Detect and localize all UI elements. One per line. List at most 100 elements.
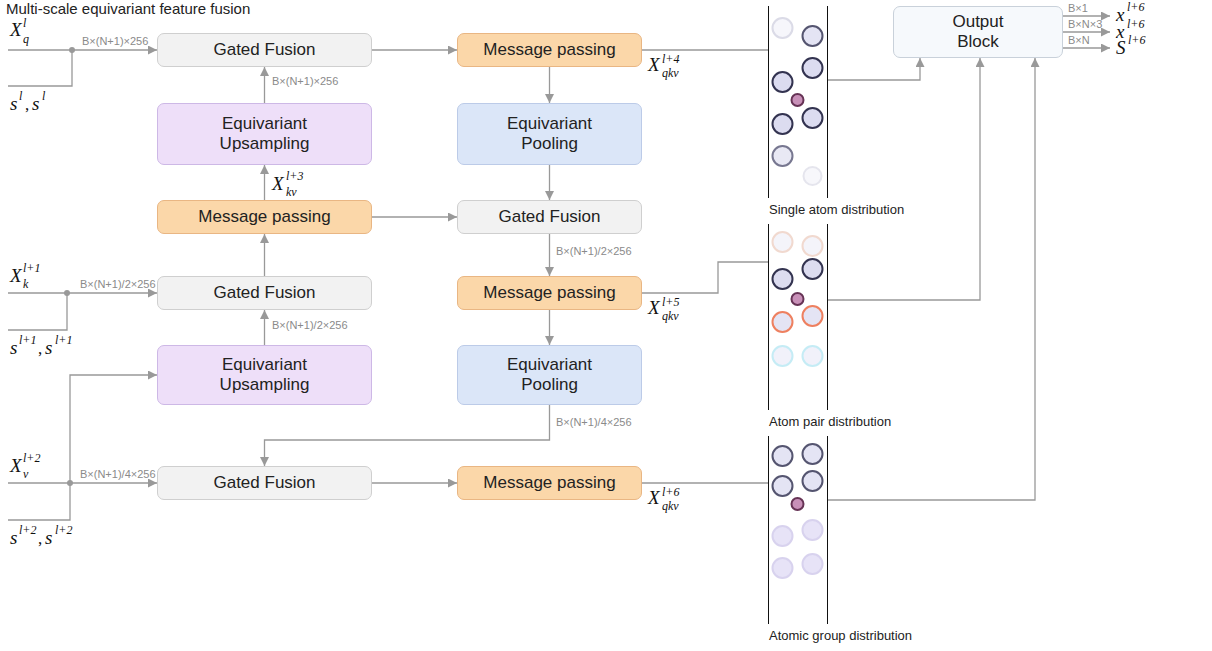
atom-circles: [769, 436, 826, 624]
math-symbol: X: [272, 174, 284, 193]
panel-bar: [768, 224, 828, 410]
dimension-label: B×(N+1)/2×256: [272, 320, 348, 331]
dimension-label: B×N×3: [1068, 19, 1102, 30]
flow-arrow: [265, 405, 550, 466]
math-symbol: s: [10, 528, 17, 547]
pooling-box: Equivariant Pooling: [457, 345, 642, 405]
atom-circle: [803, 444, 823, 464]
math-index: qkv: [662, 310, 679, 322]
atom-circle: [803, 26, 823, 46]
math-index: l: [19, 90, 22, 102]
output-line: [1063, 31, 1110, 32]
atom-circle: [773, 269, 793, 289]
input-line: [70, 375, 157, 483]
atom-circle: [773, 346, 793, 366]
math-index: l+2: [19, 524, 36, 536]
dimension-label: B×(N+1)/4×256: [556, 417, 632, 428]
math-index: q: [23, 33, 29, 45]
panel-caption: Single atom distribution: [769, 203, 904, 217]
diagram-title: Multi-scale equivariant feature fusion: [6, 1, 250, 16]
atom-circle: [803, 554, 823, 574]
atom-circles: [769, 6, 826, 198]
math-separator: ,: [25, 96, 29, 113]
atom-circle: [803, 259, 823, 279]
flow-arrow: [264, 165, 265, 200]
math-symbol: X: [648, 488, 660, 507]
atom-circle: [773, 558, 793, 578]
atom-circle: [803, 346, 823, 366]
atom-circle: [773, 146, 793, 166]
box-label: Message passing: [483, 283, 615, 303]
math-index: l+2: [23, 452, 40, 464]
flow-arrow: [828, 58, 920, 80]
flow-arrow: [642, 482, 768, 483]
output-line: [1063, 15, 1110, 16]
atom-circle: [803, 108, 823, 128]
input-line: [8, 293, 67, 330]
flow-arrow: [264, 234, 265, 276]
gated-fusion-box: Gated Fusion: [457, 200, 642, 234]
flow-arrow: [372, 216, 457, 217]
math-index: l+1: [23, 262, 40, 274]
atom-circle: [773, 446, 793, 466]
flow-arrow: [549, 234, 550, 276]
math-index: qkv: [662, 500, 679, 512]
panel-bar: [768, 436, 828, 624]
dimension-label: B×1: [1068, 3, 1088, 14]
dimension-label: B×N: [1068, 35, 1090, 46]
message-passing-box: Message passing: [157, 200, 372, 234]
dimension-label: B×(N+1)/4×256: [80, 469, 156, 480]
atom-circle: [773, 476, 793, 496]
box-label: Gated Fusion: [498, 207, 600, 227]
junction-dot: [67, 480, 73, 486]
math-index: l+6: [662, 486, 679, 498]
math-symbol: X: [10, 266, 22, 285]
atom-circle: [803, 471, 823, 491]
flow-arrow: [549, 310, 550, 345]
input-line: [8, 50, 72, 86]
box-label: Gated Fusion: [213, 283, 315, 303]
box-label: Message passing: [198, 207, 330, 227]
box-label: Gated Fusion: [213, 473, 315, 493]
gated-fusion-box: Gated Fusion: [157, 466, 372, 500]
flow-arrow: [264, 67, 265, 103]
math-index: l+6: [1127, 1, 1144, 13]
flow-arrow: [372, 49, 457, 50]
math-symbol: s: [10, 94, 17, 113]
upsampling-box: Equivariant Upsampling: [157, 103, 372, 165]
atom-circle: [803, 306, 823, 326]
box-label: Gated Fusion: [213, 40, 315, 60]
flow-arrow: [828, 58, 1035, 500]
message-passing-box: Message passing: [457, 33, 642, 67]
math-symbol: X: [648, 298, 660, 317]
box-label: Equivariant Upsampling: [200, 114, 330, 155]
distribution-panel: Single atom distribution: [768, 6, 828, 198]
atom-circle: [773, 114, 793, 134]
gated-fusion-box: Gated Fusion: [157, 33, 372, 67]
math-index: l+3: [286, 170, 303, 182]
math-index: l+6: [1127, 18, 1144, 30]
math-symbol: s: [10, 338, 17, 357]
math-index: l+1: [19, 334, 36, 346]
message-passing-box: Message passing: [457, 466, 642, 500]
math-symbol: X: [10, 456, 22, 475]
flow-arrow: [264, 310, 265, 345]
atom-circle: [803, 58, 823, 78]
math-index: l+4: [662, 53, 679, 65]
math-index: qkv: [662, 67, 679, 79]
flow-arrow: [642, 262, 768, 293]
math-index: l+5: [662, 296, 679, 308]
atom-circle: [792, 94, 804, 106]
message-passing-box: Message passing: [457, 276, 642, 310]
distribution-panel: Atomic group distribution: [768, 436, 828, 624]
box-label: Output Block: [938, 12, 1018, 53]
math-index: l+6: [1128, 34, 1145, 46]
dimension-label: B×(N+1)×256: [272, 76, 338, 87]
atom-circle: [773, 526, 793, 546]
box-label: Equivariant Upsampling: [200, 355, 330, 396]
atom-circle: [803, 520, 823, 540]
atom-circle: [773, 312, 793, 332]
math-index: l: [42, 90, 45, 102]
